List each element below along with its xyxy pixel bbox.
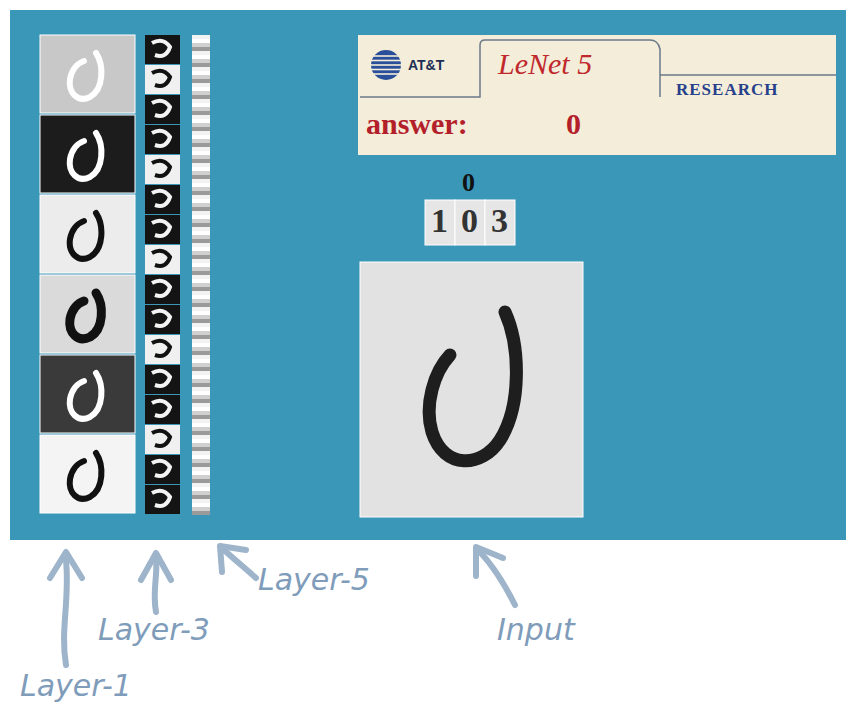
layer-label: Layer-3 bbox=[98, 612, 210, 647]
digit-strip-text: 103 bbox=[431, 202, 521, 240]
tab-title: LeNet 5 bbox=[498, 47, 592, 81]
answer-label: answer: bbox=[366, 107, 468, 141]
answer-value: 0 bbox=[566, 107, 581, 141]
input-label: Input bbox=[497, 612, 575, 647]
layer-1-maps bbox=[40, 35, 135, 513]
tab-label: RESEARCH bbox=[676, 80, 778, 100]
layer-5-maps bbox=[192, 35, 210, 515]
layer-3-maps bbox=[145, 35, 180, 514]
blue-ground bbox=[10, 10, 846, 540]
layer-label: Layer-5 bbox=[258, 562, 370, 597]
answer-digit: 0 bbox=[462, 168, 475, 198]
logo-text: AT&T bbox=[408, 57, 444, 73]
input-image bbox=[360, 262, 583, 517]
title-banner: AT&T LeNet 5 RESEARCH answer: 0 bbox=[358, 35, 836, 155]
layer-label: Layer-1 bbox=[20, 668, 132, 703]
pointer-arrows bbox=[50, 546, 515, 665]
